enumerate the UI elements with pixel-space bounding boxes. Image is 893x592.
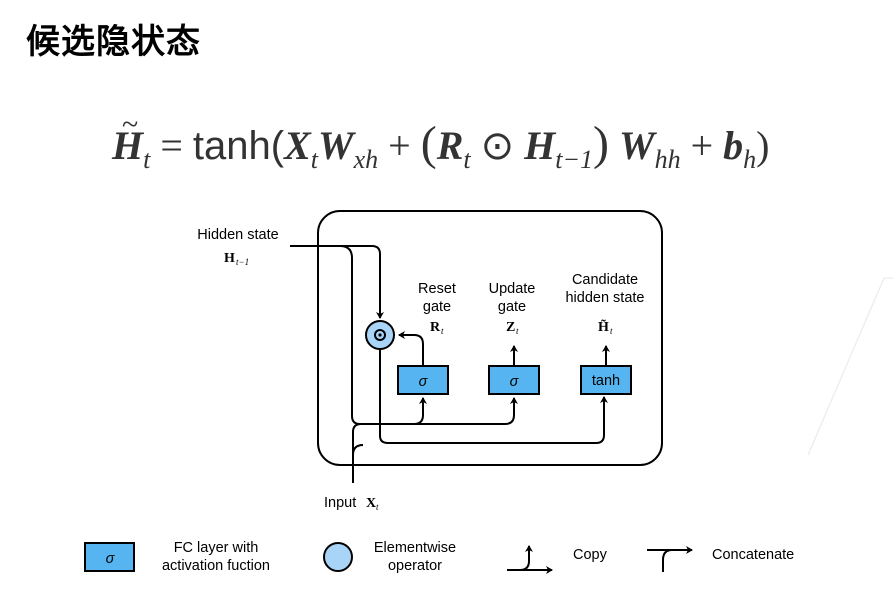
update-gate-sigma: σ [510, 374, 520, 390]
gru-cell-box [317, 210, 663, 466]
legend-elementwise-label-2: operator [388, 558, 442, 574]
input-to-candidate-line [352, 444, 364, 456]
input-symbol: X [366, 496, 376, 511]
hidden-state-line [290, 245, 384, 319]
formula-plus: + [388, 123, 411, 168]
formula-close: ) [756, 123, 770, 168]
reset-gate-sub: t [441, 326, 444, 336]
legend-fc-sigma: σ [106, 551, 116, 567]
formula-plus: + [690, 123, 714, 168]
formula-odot: ⊙ [480, 123, 515, 168]
reset-gate-sigma: σ [419, 374, 429, 390]
input-line [352, 397, 427, 483]
reset-hidden-line [379, 350, 608, 444]
input-sub: t [376, 502, 379, 512]
legend-concatenate-branch [662, 549, 673, 572]
update-gate-label-2: gate [498, 299, 526, 315]
reset-gate-box [397, 365, 449, 395]
formula-r: Rt [436, 123, 471, 174]
reset-gate-label-1: Reset [418, 281, 456, 297]
formula-b: bh [723, 123, 757, 174]
formula-eq: = [160, 123, 183, 168]
candidate-label-1: Candidate [572, 272, 638, 288]
formula-x: Xt [284, 123, 319, 174]
update-gate-symbol: Z [506, 320, 515, 335]
formula-tilde: ~ [122, 108, 139, 141]
candidate-tanh: tanh [592, 373, 620, 389]
formula-lparen: ( [420, 117, 437, 170]
input-to-update-line [414, 397, 518, 425]
formula-h: Ht−1 [524, 123, 594, 174]
legend-fc-label-1: FC layer with [174, 540, 259, 556]
legend-concatenate-label: Concatenate [712, 547, 794, 563]
legend-elementwise-circle [323, 542, 353, 572]
formula-tanh: tanh( [192, 124, 285, 168]
decorative-line [807, 277, 893, 456]
legend-fc-box [84, 542, 135, 572]
input-label: Input [324, 495, 356, 511]
update-gate-box [488, 365, 540, 395]
legend-fc-label-2: activation fuction [162, 558, 270, 574]
reset-gate-symbol: R [430, 320, 441, 335]
hidden-state-symbol: H [224, 251, 235, 266]
reset-gate-label-2: gate [423, 299, 451, 315]
odot-icon [374, 329, 386, 341]
formula-whh: Whh [619, 123, 681, 174]
legend-elementwise-label-1: Elementwise [374, 540, 456, 556]
reset-to-operator-line [398, 331, 424, 366]
candidate-hidden-state-formula: Ht = tanh(XtWxh + (Rt ⊙ Ht−1) Whh + bh) [112, 116, 769, 175]
formula-wxh: Wxh [318, 123, 379, 174]
hidden-state-label: Hidden state [197, 227, 278, 243]
odot-dot [378, 333, 382, 337]
formula-lhs: Ht [112, 123, 151, 174]
candidate-symbol: H̃ [598, 318, 609, 335]
update-gate-sub: t [516, 326, 519, 336]
legend-copy-label: Copy [573, 547, 608, 563]
hidden-state-branch [339, 245, 361, 425]
legend-copy-branch [519, 545, 533, 571]
slide-title: 候选隐状态 [26, 22, 201, 62]
update-gate-label-1: Update [489, 281, 536, 297]
candidate-label-2: hidden state [565, 290, 644, 306]
hidden-state-sub: t−1 [236, 257, 249, 267]
formula-rparen: ) [593, 117, 610, 170]
candidate-sub: t [610, 326, 613, 336]
